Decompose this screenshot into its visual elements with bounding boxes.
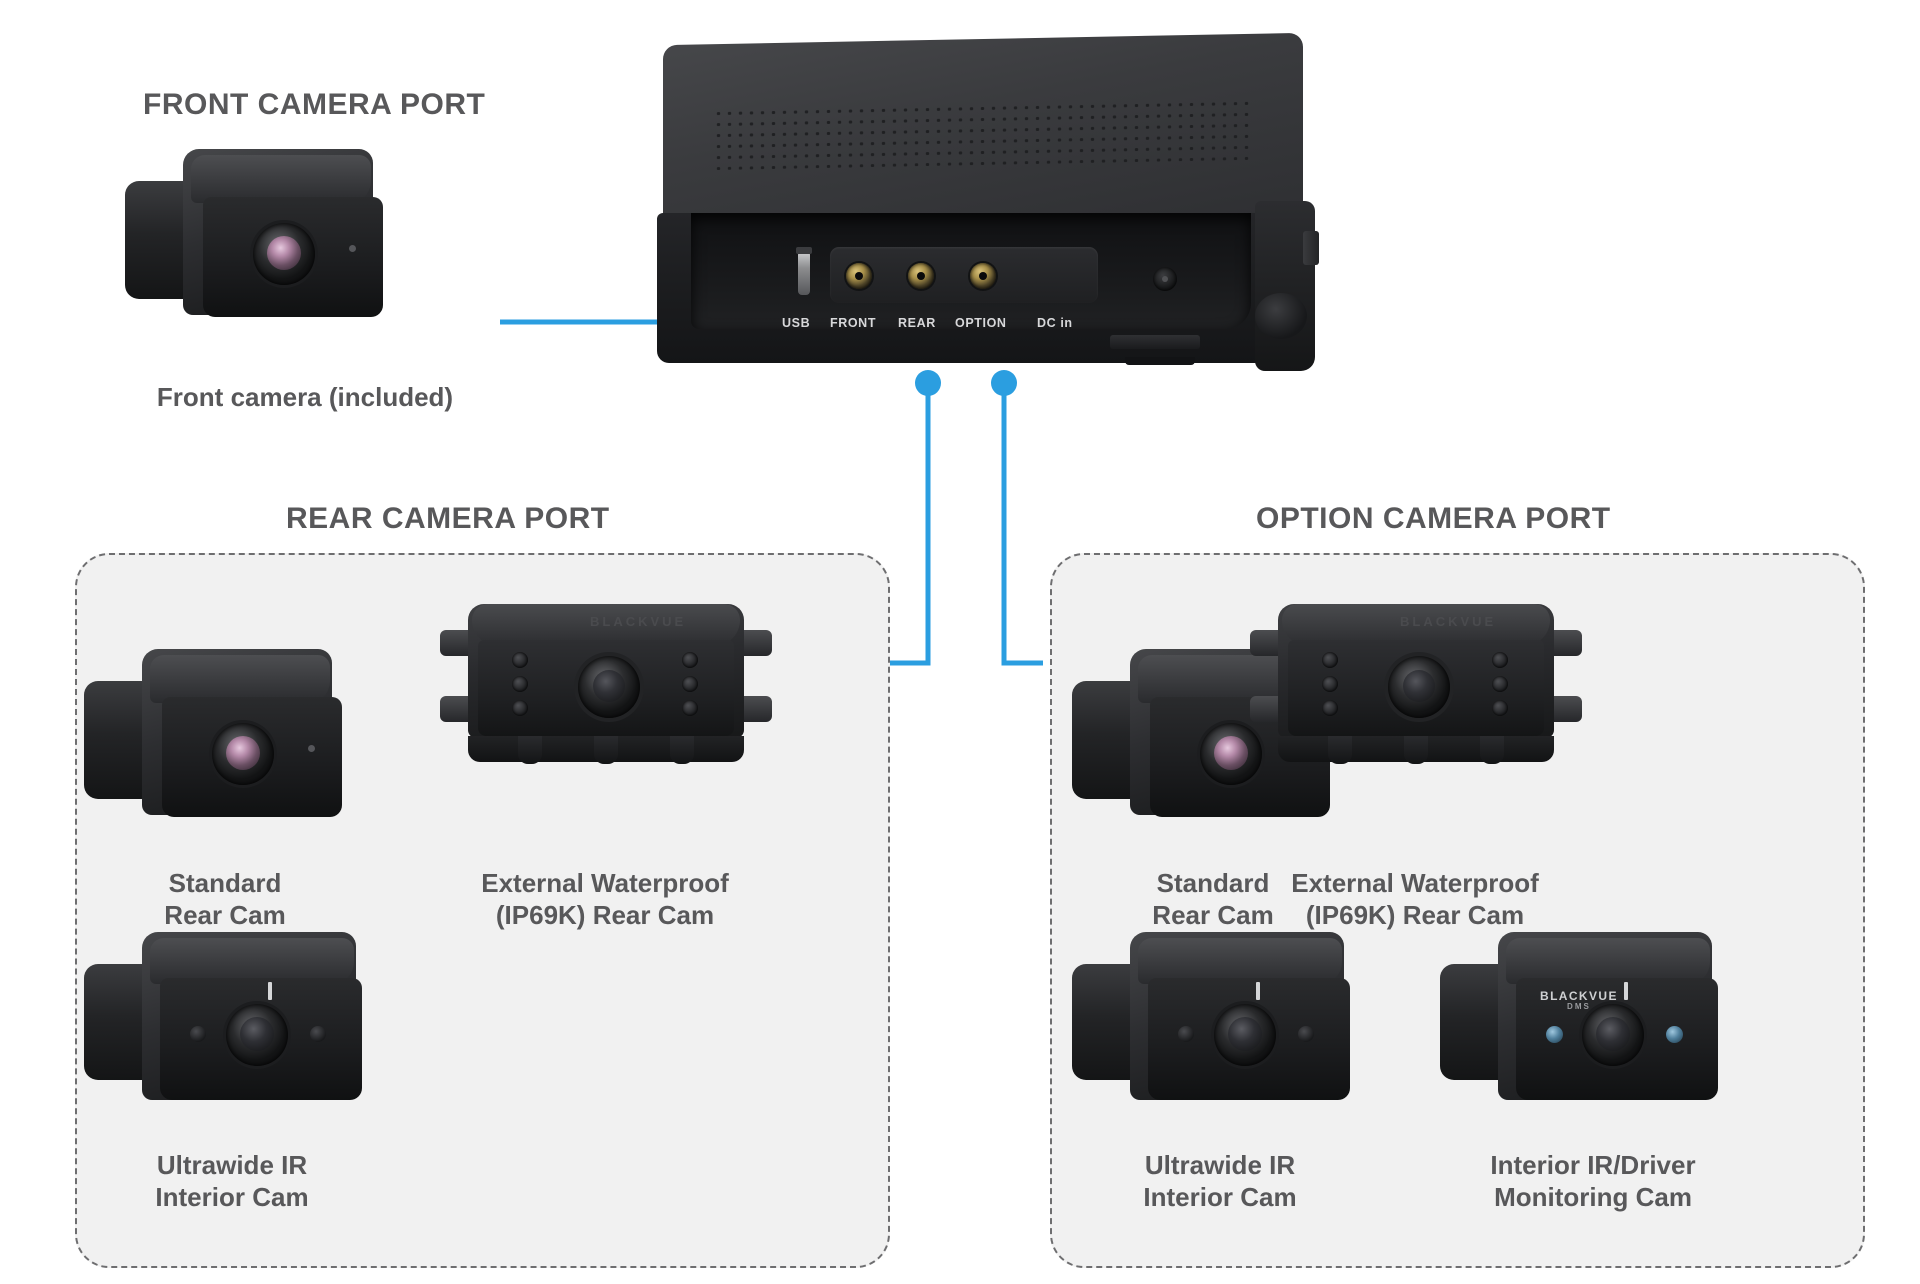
- rear-waterproof-cam-caption: External Waterproof (IP69K) Rear Cam: [481, 868, 729, 930]
- port-label-usb: USB: [782, 316, 811, 330]
- ir-led-icon: [1492, 700, 1508, 716]
- camera-foot: [518, 736, 542, 764]
- camera-indicator-icon: [308, 745, 315, 752]
- option-camera-port-title: OPTION CAMERA PORT: [1256, 502, 1611, 535]
- ir-led-icon: [1178, 1026, 1194, 1042]
- camera-visor: [1506, 938, 1710, 984]
- camera-foot: [1480, 736, 1504, 764]
- option-dms-cam-image: BLACKVUE DMS: [1440, 930, 1740, 1120]
- option-camera-jack: [970, 263, 996, 289]
- camera-hood: [472, 604, 740, 646]
- camera-lens-icon: [212, 723, 274, 785]
- camera-visor: [1138, 938, 1342, 984]
- camera-foot: [594, 736, 618, 764]
- ir-led-icon: [1298, 1026, 1314, 1042]
- front-camera-port-title: FRONT CAMERA PORT: [143, 88, 486, 121]
- ir-led-icon: [1666, 1026, 1683, 1043]
- camera-visor: [150, 938, 354, 984]
- ir-led-icon: [682, 676, 698, 692]
- rear-standard-cam-image: [84, 645, 364, 835]
- brand-label: BLACKVUE: [590, 614, 687, 629]
- ir-led-icon: [512, 676, 528, 692]
- camera-visor: [191, 155, 371, 203]
- option-dms-cam-caption: Interior IR/Driver Monitoring Cam: [1490, 1150, 1696, 1212]
- camera-marker: [1256, 982, 1260, 1000]
- camera-indicator-icon: [349, 245, 356, 252]
- port-label-option: OPTION: [955, 316, 1007, 330]
- ir-led-icon: [1546, 1026, 1563, 1043]
- front-camera-jack: [846, 263, 872, 289]
- rear-standard-cam-caption: Standard Rear Cam: [164, 868, 286, 930]
- brand-label: BLACKVUE DMS: [1540, 990, 1618, 1011]
- ir-led-icon: [1322, 652, 1338, 668]
- front-camera-image: [125, 145, 405, 335]
- camera-lens-icon: [578, 656, 640, 718]
- dashcam-sd-slot: [1110, 335, 1200, 349]
- ir-led-icon: [190, 1026, 206, 1042]
- port-label-dc-in: DC in: [1037, 316, 1073, 330]
- brand-name: BLACKVUE: [1540, 989, 1618, 1003]
- rear-interior-cam-image: [84, 930, 384, 1120]
- brand-label: BLACKVUE: [1400, 614, 1497, 629]
- camera-foot: [670, 736, 694, 764]
- dashcam-main-unit: USB FRONT REAR OPTION DC in: [655, 32, 1355, 435]
- camera-hood: [1282, 604, 1550, 646]
- camera-lens-icon: [1582, 1004, 1644, 1066]
- brand-sub: DMS: [1567, 1001, 1591, 1011]
- ir-led-icon: [1492, 652, 1508, 668]
- port-label-front: FRONT: [830, 316, 877, 330]
- ir-led-icon: [512, 700, 528, 716]
- ir-led-icon: [1492, 676, 1508, 692]
- usb-port: [796, 247, 812, 295]
- ir-led-icon: [1322, 700, 1338, 716]
- option-waterproof-cam-caption: External Waterproof (IP69K) Rear Cam: [1291, 868, 1539, 930]
- ir-led-icon: [512, 652, 528, 668]
- rear-interior-cam-caption: Ultrawide IR Interior Cam: [155, 1150, 309, 1212]
- camera-marker: [1624, 982, 1628, 1000]
- camera-lens-icon: [1200, 723, 1262, 785]
- camera-visor: [150, 655, 330, 703]
- option-standard-cam-image: [1072, 645, 1352, 835]
- dc-in-jack: [1153, 267, 1177, 291]
- option-standard-cam-caption: Standard Rear Cam: [1152, 868, 1274, 930]
- camera-lens-icon: [1388, 656, 1450, 718]
- option-waterproof-cam-image: BLACKVUE: [1250, 590, 1582, 780]
- dashcam-side-knob: [1303, 231, 1319, 265]
- camera-foot: [1328, 736, 1352, 764]
- camera-marker: [268, 982, 272, 1000]
- dashcam-port-plate: [830, 247, 1098, 303]
- ir-led-icon: [310, 1026, 326, 1042]
- dashcam-vent-grille: [713, 97, 1253, 171]
- dashcam-dial: [1255, 293, 1307, 339]
- camera-lens-icon: [253, 223, 315, 285]
- option-interior-cam-caption: Ultrawide IR Interior Cam: [1143, 1150, 1297, 1212]
- rear-waterproof-cam-image: BLACKVUE: [440, 590, 772, 780]
- ir-led-icon: [682, 652, 698, 668]
- port-label-rear: REAR: [898, 316, 936, 330]
- dashcam-foot: [1125, 357, 1195, 365]
- rear-camera-jack: [908, 263, 934, 289]
- dashcam-right-side: [1255, 201, 1315, 371]
- ir-led-icon: [682, 700, 698, 716]
- rear-camera-port-title: REAR CAMERA PORT: [286, 502, 610, 535]
- camera-lens-icon: [226, 1004, 288, 1066]
- option-interior-cam-image: [1072, 930, 1372, 1120]
- camera-lens-icon: [1214, 1004, 1276, 1066]
- front-camera-caption: Front camera (included): [156, 382, 454, 412]
- ir-led-icon: [1322, 676, 1338, 692]
- camera-foot: [1404, 736, 1428, 764]
